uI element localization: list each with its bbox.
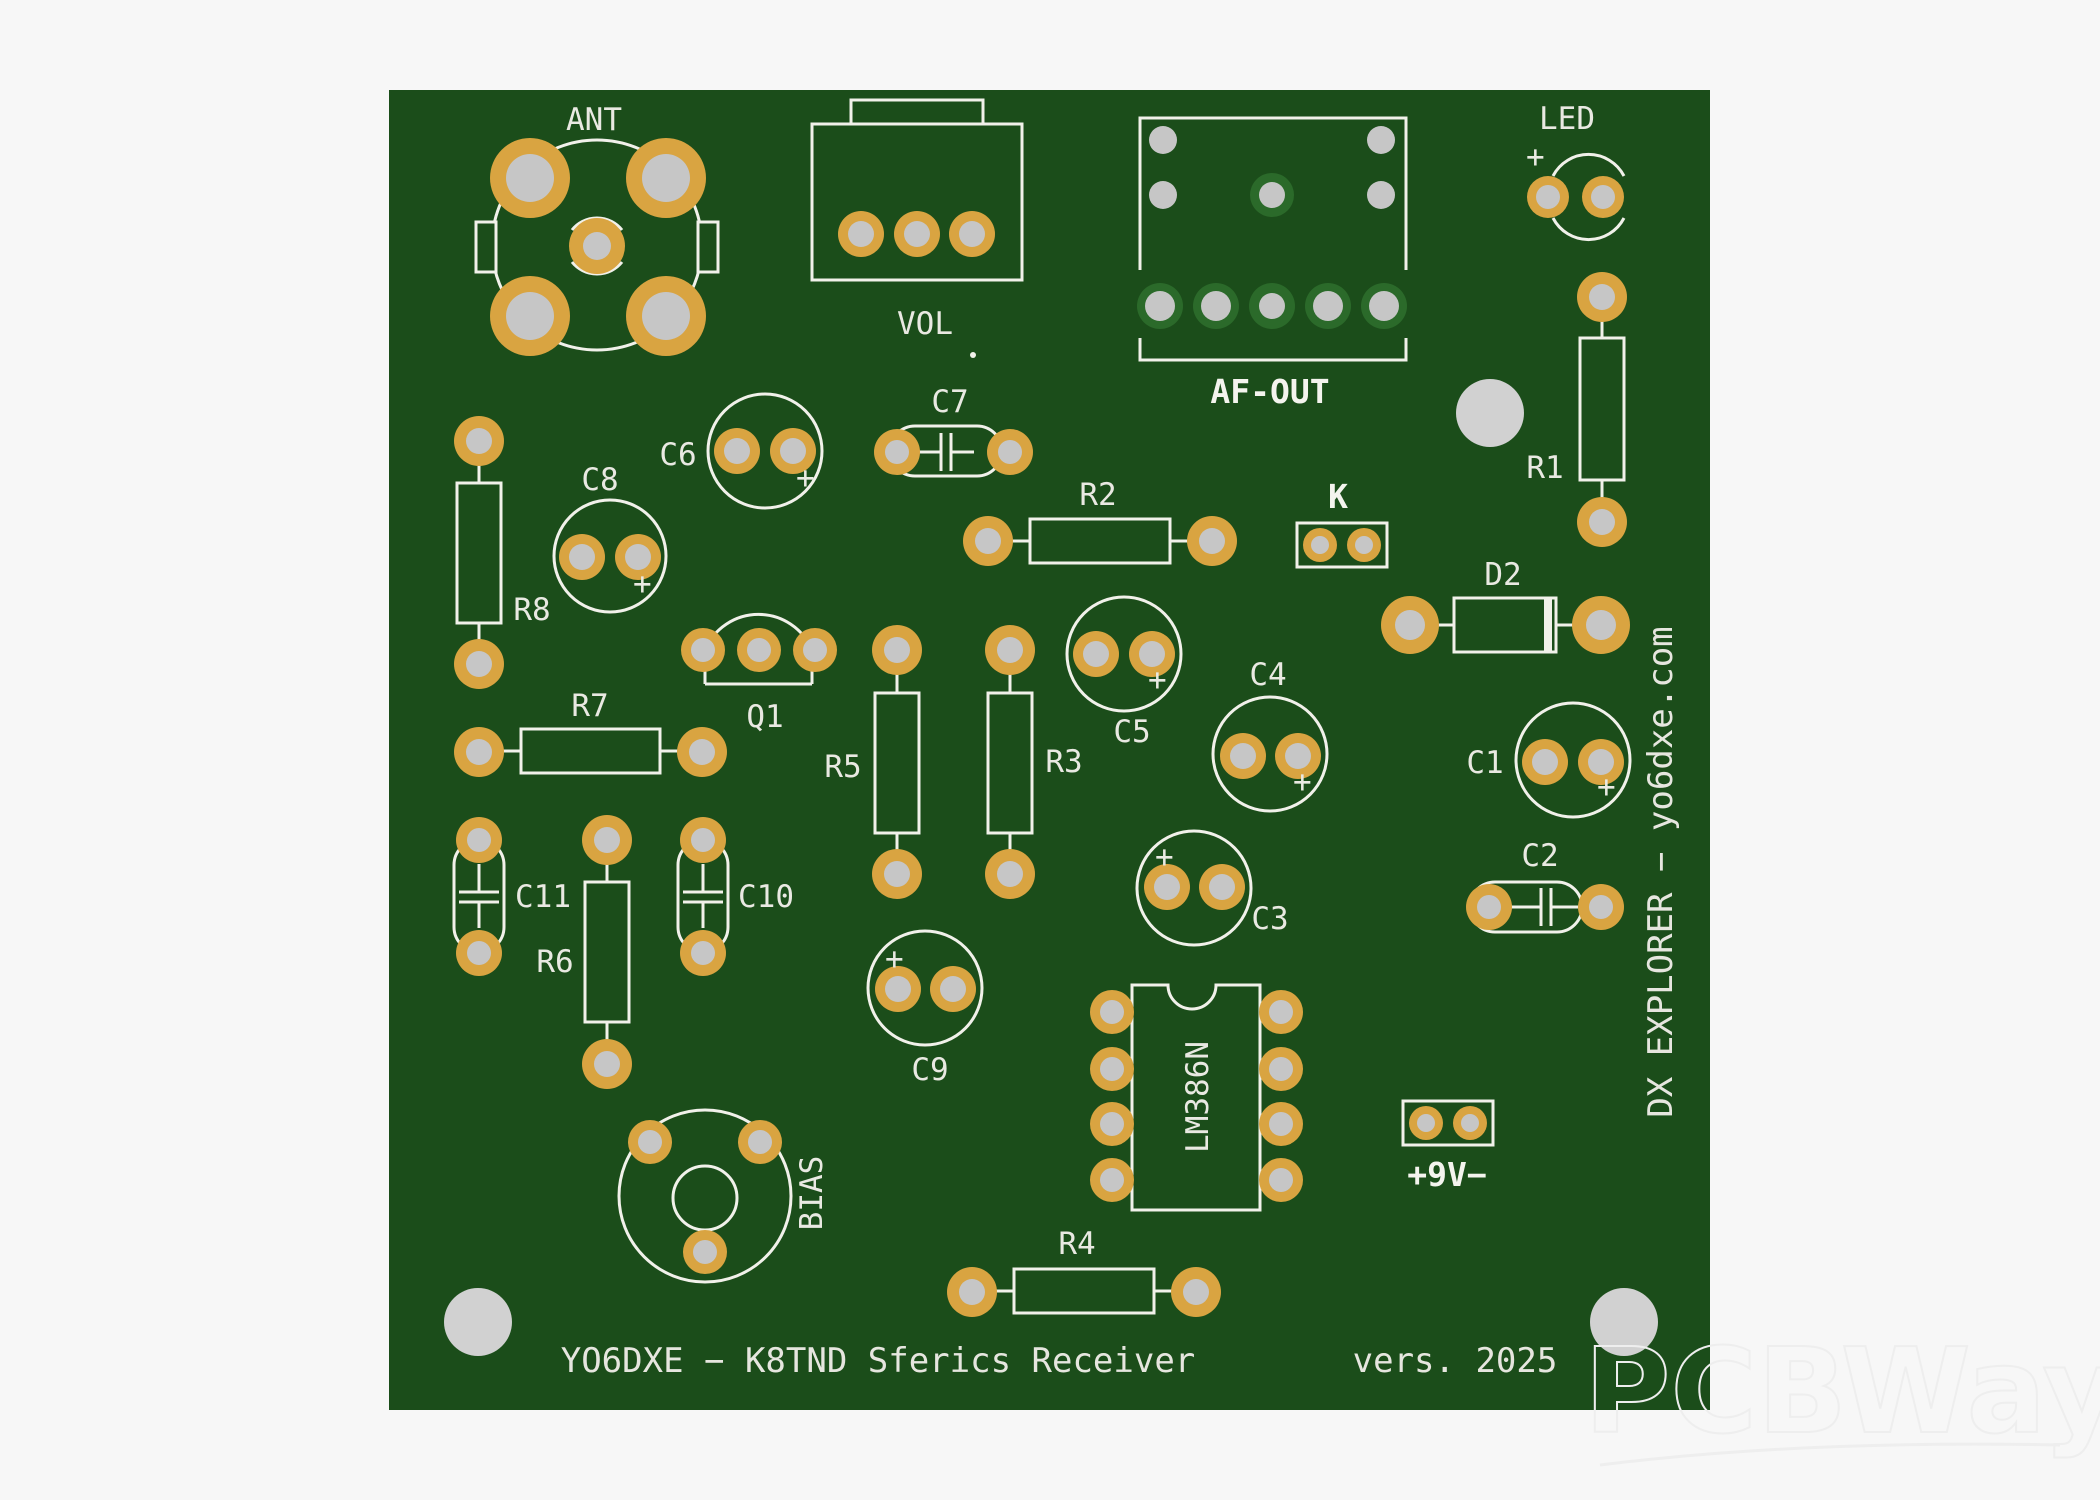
r6-label: R6	[536, 944, 573, 980]
capacitor-c1: +	[1514, 701, 1632, 819]
resistor-r3	[985, 625, 1035, 899]
capacitor-c5: +	[1065, 595, 1183, 713]
r7-label: R7	[571, 688, 608, 724]
capacitor-c10	[676, 817, 730, 976]
capacitor-c11	[452, 817, 506, 976]
capacitor-c3: +	[1135, 829, 1253, 947]
k-label: K	[1328, 477, 1348, 516]
c6-label: C6	[659, 437, 696, 473]
watermark-swoosh	[1599, 1442, 2061, 1467]
mounting-hole	[1590, 1288, 1658, 1356]
d2-label: D2	[1484, 557, 1521, 593]
c2-label: C2	[1521, 838, 1558, 874]
svg-text:+: +	[633, 566, 652, 602]
capacitor-c9: +	[866, 929, 984, 1047]
capacitor-c8: +	[552, 498, 668, 614]
mounting-hole	[1456, 379, 1524, 447]
resistor-r4	[947, 1267, 1221, 1317]
resistor-r7	[454, 727, 727, 777]
r8-label: R8	[513, 592, 550, 628]
svg-text:+: +	[1155, 839, 1174, 875]
r4-label: R4	[1058, 1226, 1095, 1262]
svg-text:+: +	[796, 460, 815, 496]
bottom-title: YO6DXE − K8TND Sferics Receiver	[561, 1341, 1196, 1381]
svg-text:+: +	[1148, 662, 1167, 698]
ant-label: ANT	[566, 102, 622, 138]
c10-label: C10	[738, 879, 794, 915]
led-label: LED	[1539, 101, 1595, 137]
led-plus-mark: +	[1526, 139, 1545, 175]
q1-label: Q1	[746, 699, 783, 735]
svg-text:+: +	[885, 941, 904, 977]
power-header	[1401, 1099, 1495, 1147]
c8-label: C8	[581, 462, 618, 498]
capacitor-c7	[874, 424, 1033, 478]
c9-label: C9	[911, 1052, 948, 1088]
c1-label: C1	[1466, 745, 1503, 781]
resistor-r1	[1577, 272, 1627, 547]
resistor-r8	[454, 416, 504, 689]
capacitor-c6: +	[706, 392, 824, 510]
capacitor-c2	[1466, 880, 1624, 934]
af-out-label: AF-OUT	[1210, 372, 1329, 411]
resistor-r6	[582, 815, 632, 1089]
resistor-r2	[963, 516, 1237, 566]
mounting-hole	[444, 1288, 512, 1356]
c3-label: C3	[1251, 901, 1288, 937]
diode-d2	[1381, 596, 1630, 654]
r3-label: R3	[1045, 744, 1082, 780]
c7-label: C7	[931, 384, 968, 420]
capacitor-c4: +	[1211, 695, 1329, 813]
vol-potentiometer	[810, 98, 1024, 282]
bias-label: BIAS	[794, 1156, 830, 1231]
c4-label: C4	[1249, 657, 1286, 693]
af-out-jack	[1137, 116, 1408, 362]
side-text: DX EXPLORER − yo6dxe.com	[1641, 626, 1681, 1117]
ic-label: LM386N	[1180, 1041, 1216, 1153]
bias-trimmer	[617, 1108, 793, 1284]
pcbway-watermark: PCBWay	[1584, 1322, 2100, 1460]
r2-label: R2	[1079, 477, 1116, 513]
r1-label: R1	[1526, 450, 1563, 486]
c5-label: C5	[1113, 714, 1150, 750]
resistor-r5	[872, 625, 922, 899]
led	[1527, 153, 1626, 241]
transistor-q1	[681, 612, 837, 686]
pcb-board	[389, 90, 1710, 1410]
ic-lm386n	[1090, 983, 1303, 1212]
version-text: vers. 2025	[1353, 1341, 1558, 1381]
power-label: +9V−	[1407, 1155, 1486, 1194]
ant-connector	[474, 138, 720, 356]
c11-label: C11	[515, 879, 571, 915]
svg-text:+: +	[1293, 764, 1312, 800]
r5-label: R5	[824, 749, 861, 785]
vol-label: VOL	[897, 306, 953, 342]
jumper-k	[1295, 521, 1389, 569]
svg-text:+: +	[1597, 769, 1616, 805]
